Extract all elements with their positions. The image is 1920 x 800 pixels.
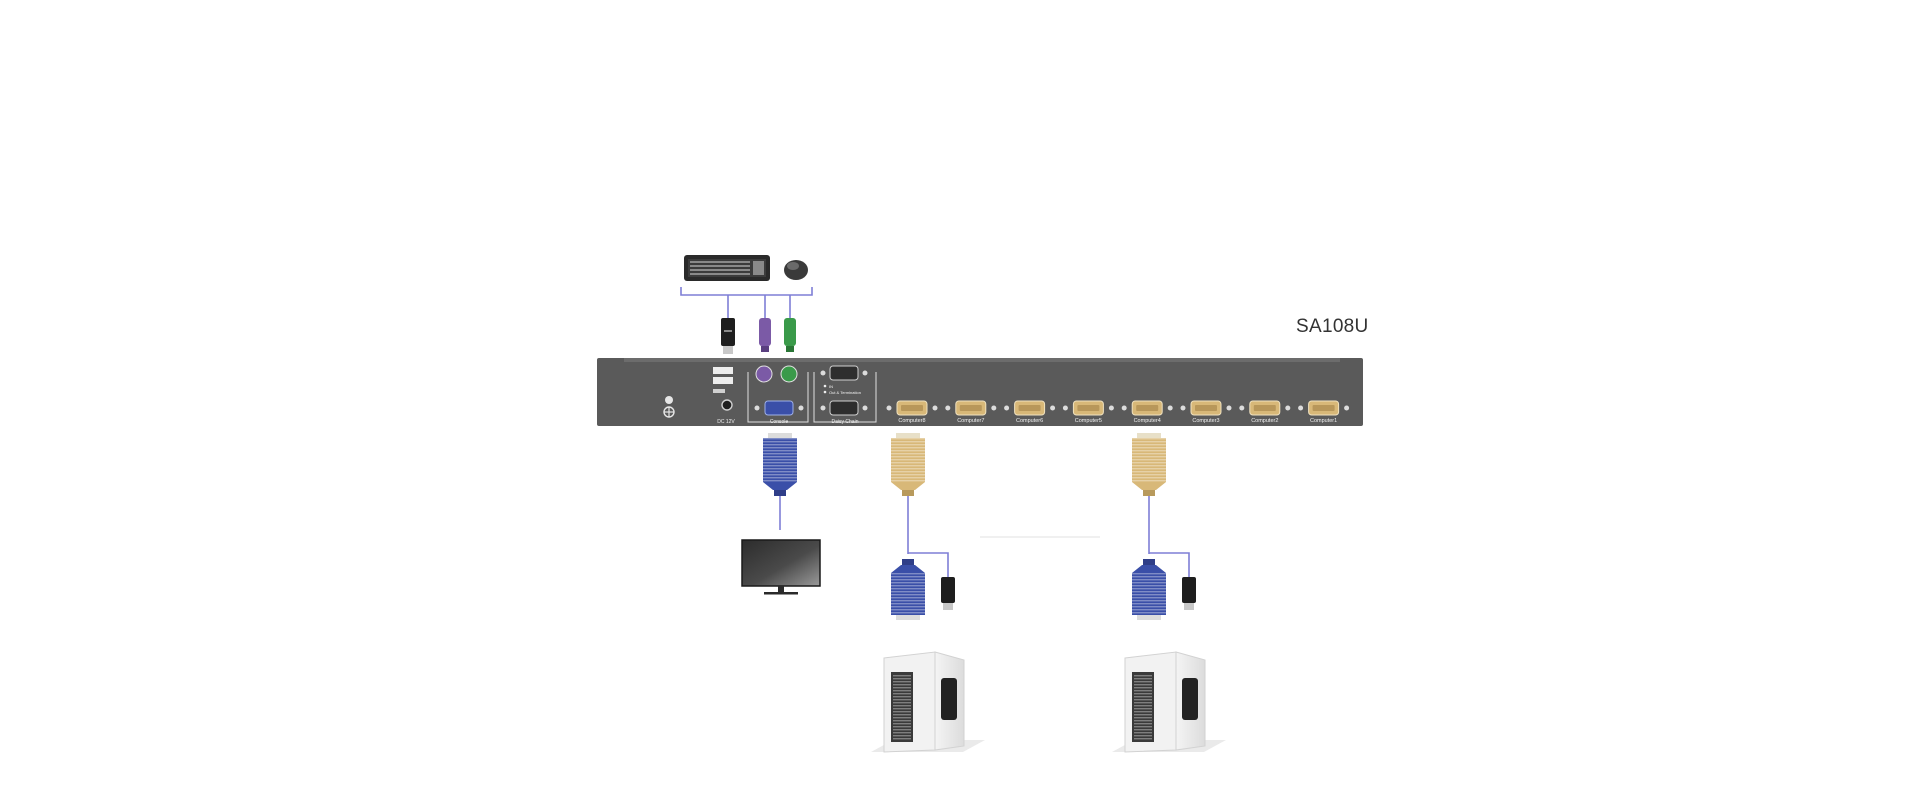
computer-port: Computer6 [1004,400,1056,424]
mouse-icon [784,260,808,280]
computer-port: Computer4 [1121,400,1173,424]
usb-ports [713,367,733,393]
ground-terminal [663,396,675,418]
computer-port-label: Computer2 [1251,418,1278,424]
computer-connection-1 [871,433,985,753]
computer-port-label: Computer6 [1016,418,1043,424]
daisy-chain-label: Daisy Chain [832,419,859,425]
computer-port-label: Computer4 [1134,418,1161,424]
vga-connector-icon [763,433,797,496]
console-section: Console [747,365,809,425]
chain-option-2: Out & Termination [829,390,861,395]
computer-ports: Computer8 Computer7 Computer6 Computer5 Comp… [886,400,1350,424]
computer-port: Computer1 [1298,400,1350,424]
computer-port-label: Computer7 [957,418,984,424]
computer-port: Computer2 [1239,400,1291,424]
kvm-rear-panel: DC 12V Console IN Out & Termination Dais… [597,358,1363,426]
computer-connection-2 [1112,433,1226,753]
vga-connector-icon [1132,559,1166,620]
dc-power-jack [721,399,733,411]
computer-port-label: Computer8 [898,418,925,424]
computer-port-label: Computer3 [1192,418,1219,424]
input-devices-bracket [680,287,813,318]
power-label: DC 12V [717,419,735,425]
chain-option-1: IN [829,384,833,389]
model-name: SA108U [1296,316,1369,337]
computer-tower-icon [1112,651,1226,753]
computer-port: Computer8 [886,400,938,424]
computer-port: Computer5 [1062,400,1114,424]
ps2-keyboard-plug [759,318,771,352]
vga-connector-icon [891,559,925,620]
computer-port-label: Computer1 [1310,418,1337,424]
computer-port-label: Computer5 [1075,418,1102,424]
monitor-icon [741,539,821,595]
console-label: Console [770,419,789,425]
usb-connector-icon [721,318,735,354]
computer-port: Computer7 [945,400,997,424]
daisy-chain-section: IN Out & Termination Daisy Chain [813,365,877,425]
ps2-mouse-plug [784,318,796,352]
computer-port: Computer3 [1180,400,1232,424]
computer-tower-icon [871,651,985,753]
usb-connector-icon [941,577,955,610]
keyboard-icon [684,255,770,281]
usb-connector-icon [1182,577,1196,610]
